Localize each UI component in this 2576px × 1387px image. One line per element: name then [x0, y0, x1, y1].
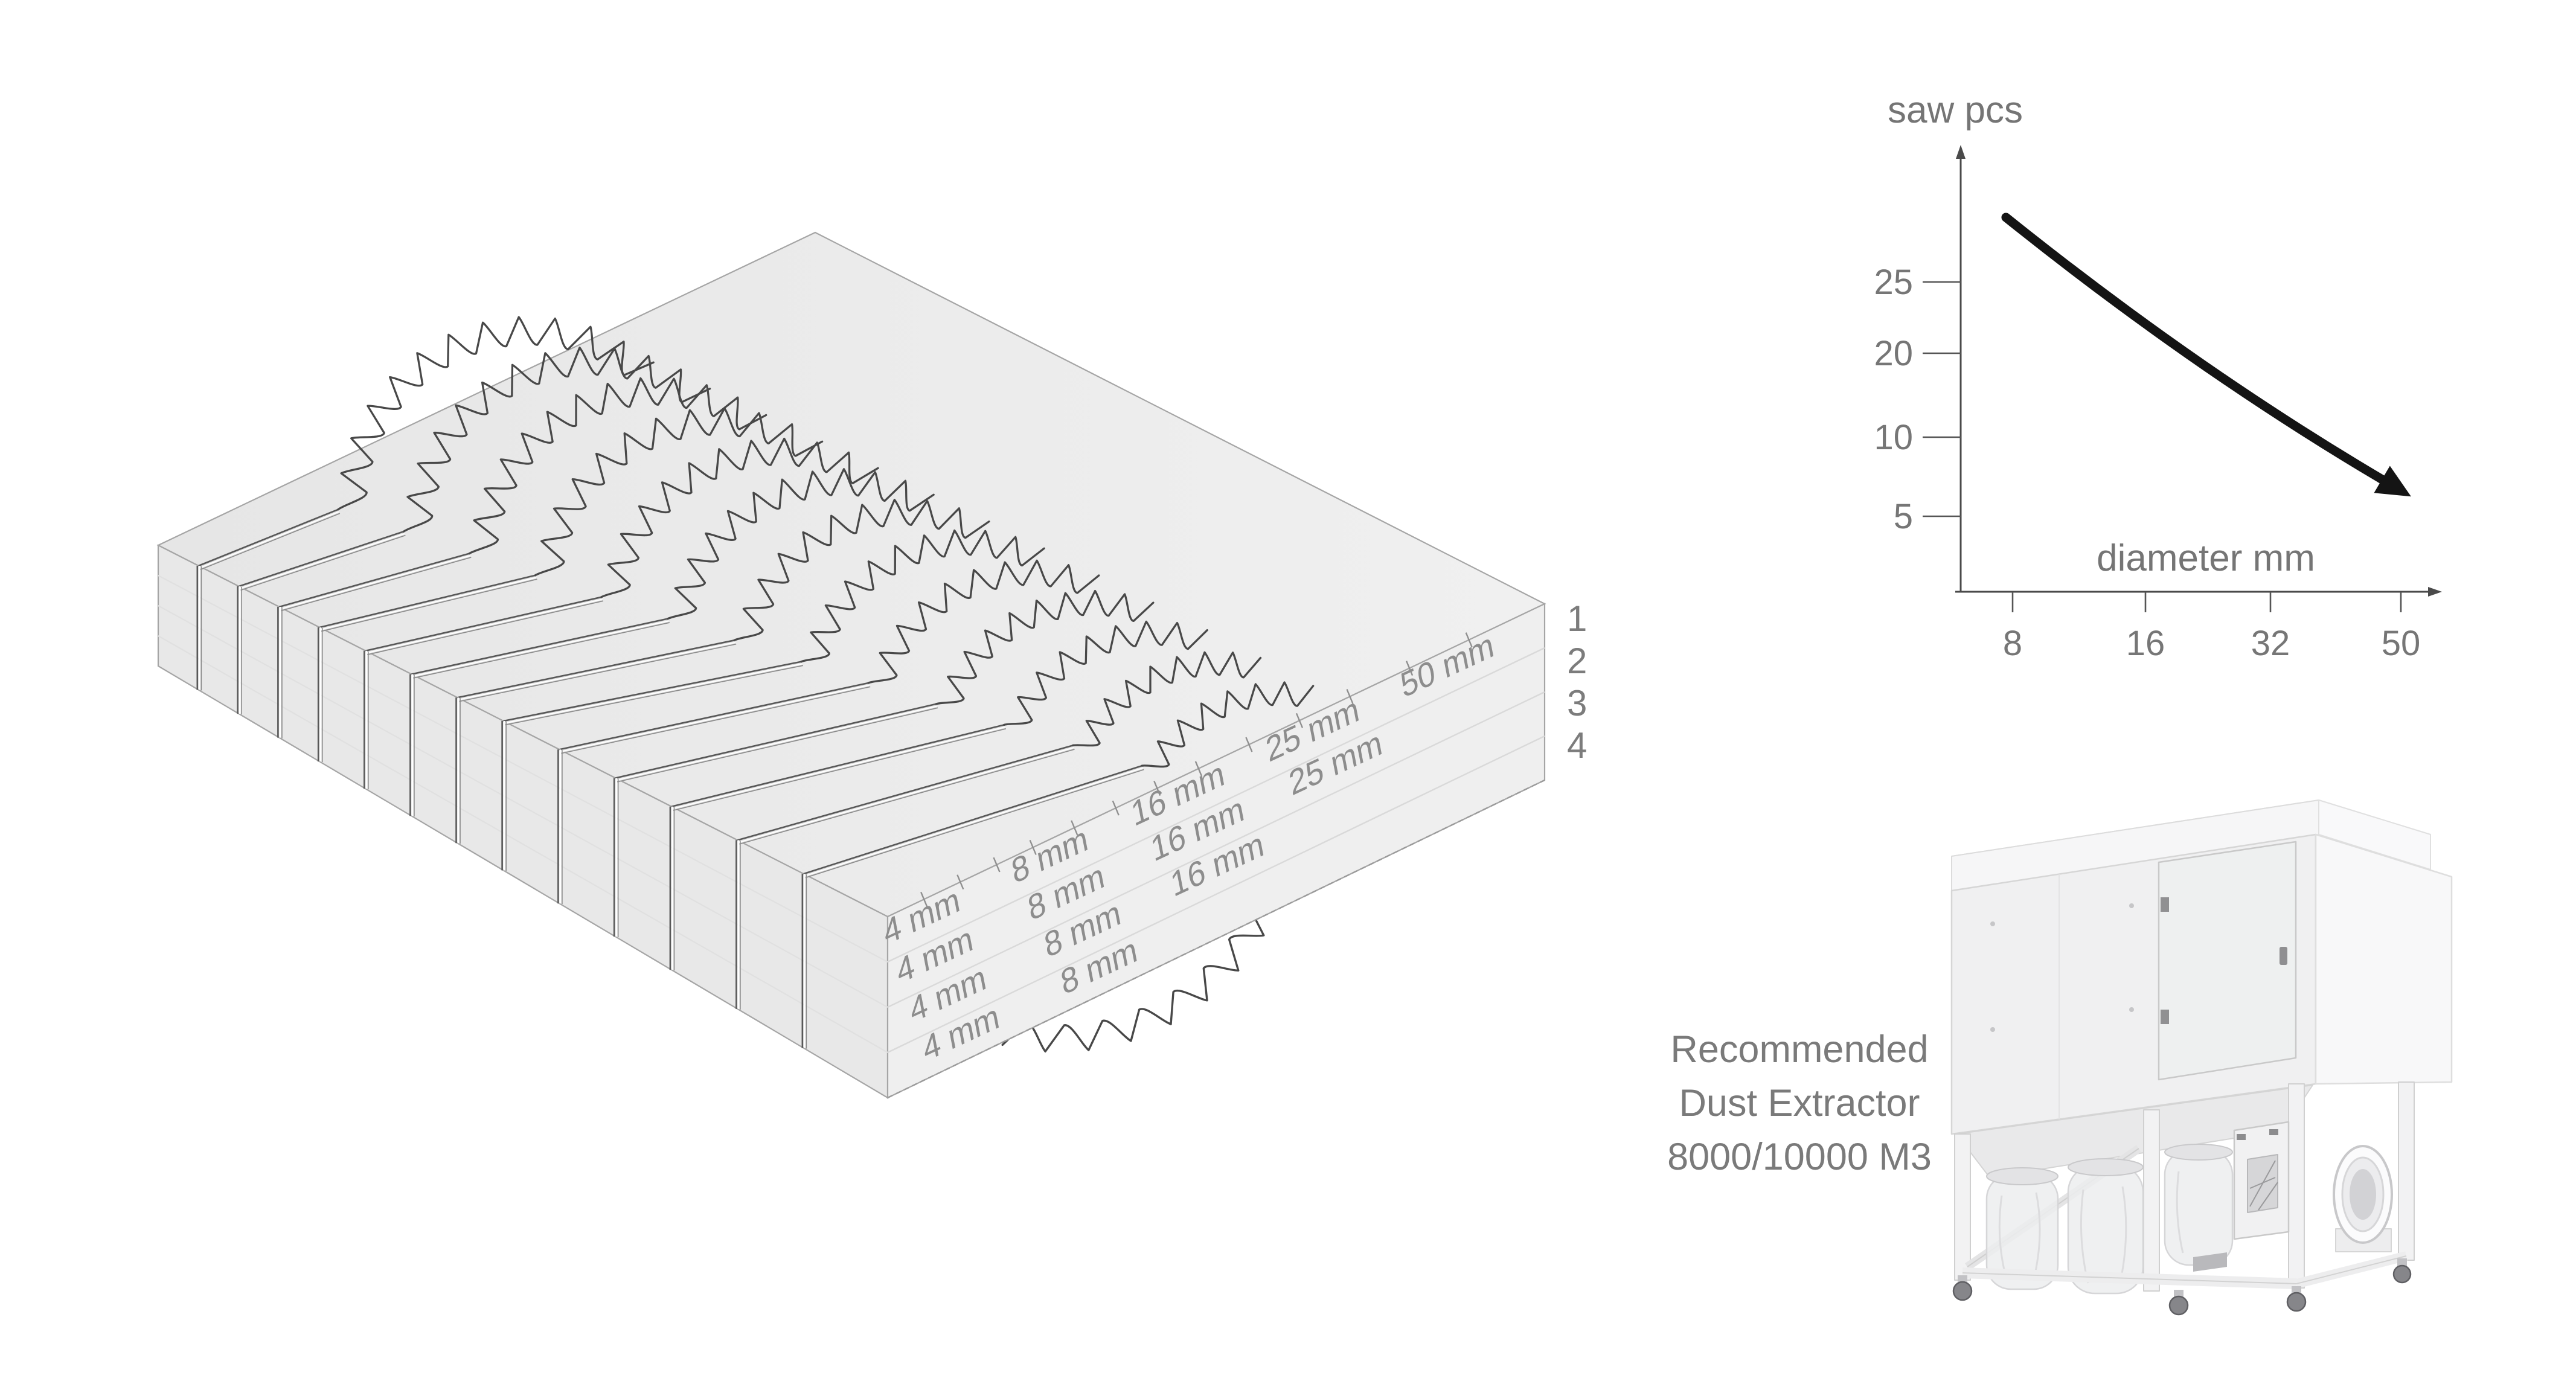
- caster-wheel: [2286, 1292, 2307, 1312]
- duct-ring-inner: [2350, 1169, 2376, 1220]
- saw-blade-11: [1003, 620, 1208, 726]
- bottom-rail-right-edge: [2296, 1255, 2407, 1284]
- saw-blade-2: [402, 347, 711, 533]
- layer-number-4: 4: [1567, 725, 1587, 766]
- x-tick-50: 50: [2382, 624, 2421, 663]
- bag-collar: [1986, 1167, 2059, 1185]
- y-axis-arrowhead: [1956, 145, 1966, 159]
- vent-hinge: [2237, 1134, 2246, 1140]
- saw-blade-9: [867, 559, 1100, 684]
- screw-dot: [1990, 1027, 1995, 1032]
- dust-collection-bags: [1985, 1144, 2234, 1295]
- bag-wrinkles: [1998, 1192, 2041, 1278]
- bag-collar: [2068, 1158, 2144, 1176]
- y-tick-5: 5: [1894, 497, 1913, 536]
- chart-y-axis-title: saw pcs: [1888, 89, 2023, 131]
- frame-post-corner: [2288, 1083, 2305, 1289]
- caster-wheel: [1952, 1281, 1973, 1301]
- vent-mesh: [2249, 1160, 2278, 1211]
- trend-arrow: [2001, 213, 2411, 497]
- frame-post-mid: [2143, 1109, 2160, 1292]
- door-hinge-bottom: [2161, 1010, 2169, 1024]
- saw-blade-5: [600, 437, 879, 598]
- board-faces: [156, 231, 1546, 1099]
- exhaust-duct: [2333, 1145, 2393, 1252]
- extractor-cabinet-right: [2315, 833, 2453, 1085]
- dust-extractor-image: [1950, 799, 2453, 1316]
- frame-post-right: [2398, 1081, 2415, 1261]
- saw-blade-7: [733, 499, 990, 641]
- layer-number-2: 2: [1567, 641, 1587, 681]
- bag-collar: [2164, 1144, 2233, 1161]
- layer-number-3: 3: [1567, 683, 1587, 723]
- outlet-chute: [2193, 1252, 2227, 1272]
- saw-blade-6: [667, 468, 935, 620]
- extractor-door: [2158, 841, 2297, 1081]
- chart-x-axis-title: diameter mm: [2097, 537, 2315, 579]
- screw-dot: [1990, 921, 1995, 926]
- gang-saw-blades: [337, 316, 1315, 768]
- saw-blade-4: [534, 407, 824, 577]
- x-axis-arrowhead: [2428, 587, 2442, 597]
- frame-post-left: [1954, 1133, 1971, 1281]
- saw-kerf-lines: [196, 508, 1144, 1049]
- saw-blade-1: [337, 316, 655, 511]
- saw-blade-10: [935, 589, 1155, 705]
- caster-wheels: [1952, 1258, 2412, 1316]
- saw-blade-12: [1071, 651, 1262, 747]
- vent-hinge: [2269, 1129, 2278, 1135]
- caster-fork: [2397, 1258, 2407, 1267]
- caption-line-3: 8000/10000 M3: [1667, 1136, 1932, 1178]
- x-tick-16: 16: [2126, 624, 2165, 663]
- x-tick-8: 8: [2003, 624, 2022, 663]
- x-tick-32: 32: [2251, 624, 2290, 663]
- bottom-rail-front-edge: [1962, 1272, 2297, 1284]
- screw-dot: [2129, 1007, 2134, 1012]
- saw-blade-8: [800, 529, 1045, 663]
- saw-blade-3: [468, 377, 767, 555]
- caster-wheel: [2168, 1295, 2189, 1316]
- y-tick-10: 10: [1874, 418, 1913, 457]
- caster-wheel: [2392, 1264, 2412, 1284]
- layer-number-1: 1: [1567, 598, 1587, 639]
- dust-extractor-caption: Recommended Dust Extractor 8000/10000 M3: [1648, 1023, 1950, 1184]
- door-handle: [2280, 947, 2287, 965]
- dust-bag: [2164, 1149, 2234, 1266]
- saw-blade-13: [1141, 681, 1315, 768]
- bag-wrinkles: [2176, 1171, 2184, 1254]
- chart-text: saw pcs diameter mm 25 20 10 5 8 16 32 5…: [1874, 89, 2420, 663]
- y-tick-20: 20: [1874, 334, 1913, 373]
- caption-line-1: Recommended: [1670, 1028, 1929, 1071]
- saw-pcs-chart: [1923, 145, 2442, 612]
- kerf-tick-marks: [920, 632, 1473, 907]
- screw-dot: [2129, 903, 2134, 908]
- caption-line-2: Dust Extractor: [1679, 1082, 1920, 1124]
- bottom-saw-blade: [1001, 895, 1284, 1052]
- y-tick-25: 25: [1874, 263, 1913, 302]
- door-hinge-top: [2161, 897, 2169, 912]
- board-layer-numbers: 1 2 3 4: [1567, 598, 1587, 766]
